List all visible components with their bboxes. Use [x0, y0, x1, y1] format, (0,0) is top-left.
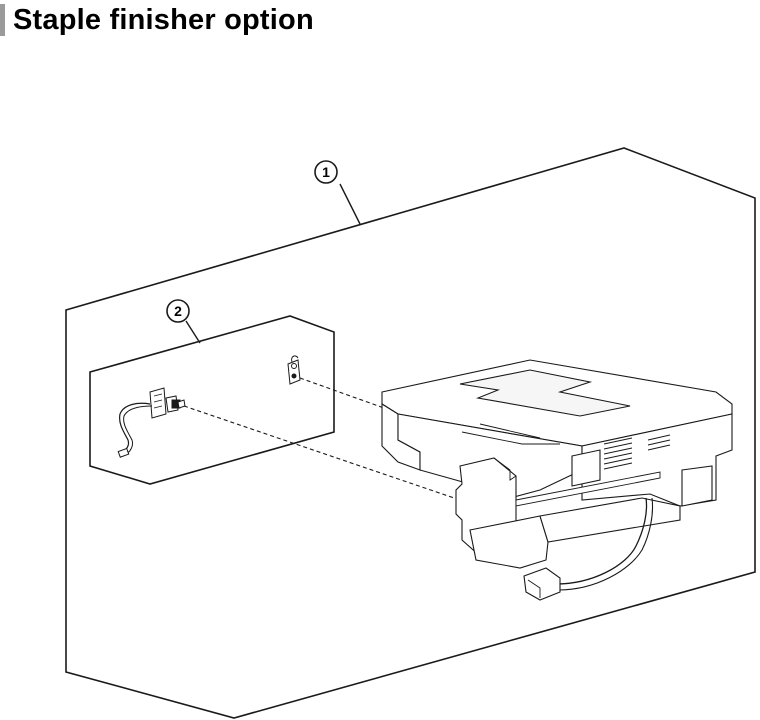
callout-1-label: 1: [322, 164, 330, 180]
callout-1[interactable]: 1: [314, 160, 361, 225]
callout-2[interactable]: 2: [166, 299, 201, 344]
small-bracket-icon: [287, 355, 301, 385]
dashed-leader-small-bracket: [299, 377, 385, 409]
sensor-bracket-with-cable-icon: [117, 387, 186, 458]
title-accent-bar: [0, 4, 5, 36]
page-title: Staple finisher option: [13, 3, 314, 36]
sub-part-panel-2: [89, 315, 335, 485]
staple-finisher-assembly-icon: [381, 359, 733, 601]
callout-2-label: 2: [174, 303, 182, 319]
page-header: Staple finisher option: [0, 0, 314, 40]
